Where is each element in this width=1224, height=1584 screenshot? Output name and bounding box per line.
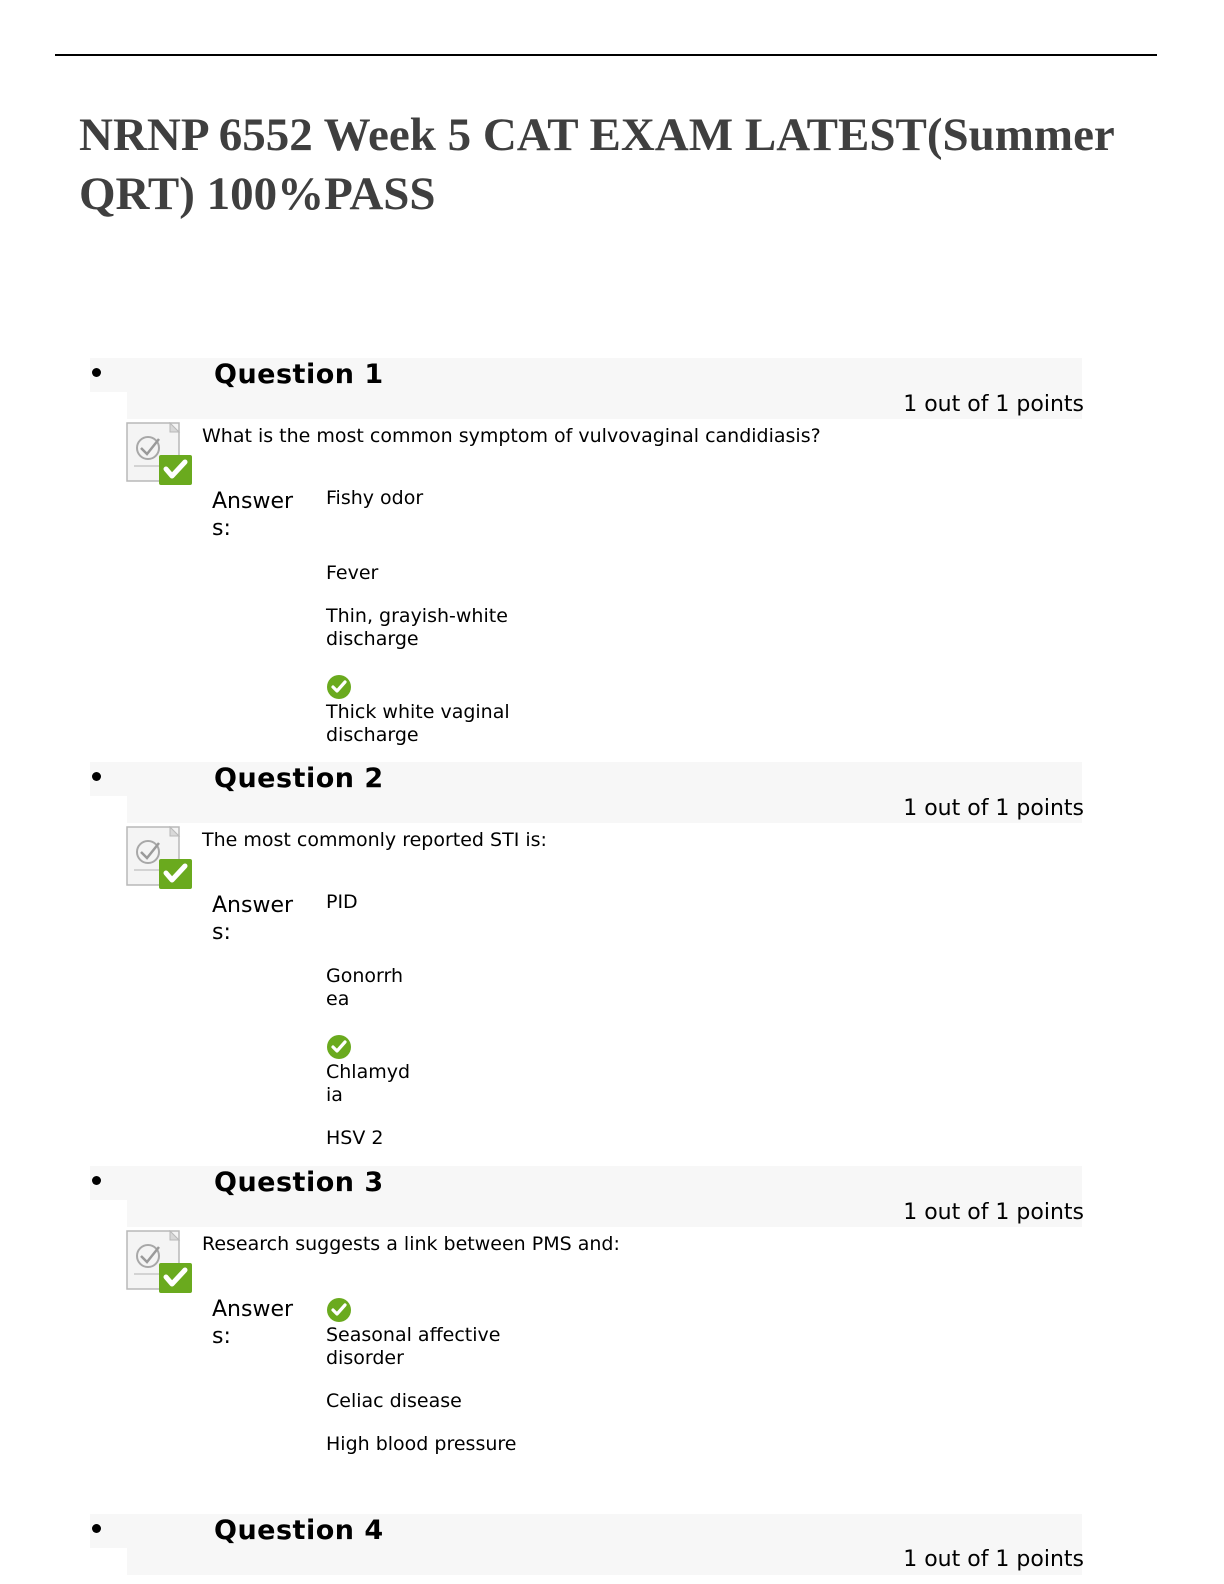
answer-text: HSV 2 bbox=[326, 1127, 384, 1149]
question-title: Question 4 bbox=[214, 1515, 384, 1546]
correct-check-icon bbox=[327, 675, 351, 699]
answer-text: Thin, grayish-white discharge bbox=[326, 605, 508, 650]
question-header-band bbox=[127, 1200, 1082, 1227]
graded-correct-icon bbox=[126, 422, 192, 485]
answers-label: Answers: bbox=[212, 489, 294, 541]
answer-text: Celiac disease bbox=[326, 1390, 462, 1412]
answer-option: Celiac disease bbox=[326, 1390, 546, 1413]
answer-option: High blood pressure bbox=[326, 1433, 586, 1456]
answer-option: PID bbox=[326, 891, 416, 914]
answer-option-correct: Seasonal affective disorder bbox=[326, 1297, 526, 1370]
question-points: 1 out of 1 points bbox=[903, 796, 1084, 821]
question-header-band bbox=[127, 796, 1082, 823]
question-header bbox=[90, 762, 1082, 796]
answer-text: Thick white vaginal discharge bbox=[326, 701, 510, 746]
question-title: Question 2 bbox=[214, 763, 384, 794]
question-header bbox=[90, 358, 1082, 392]
question-points: 1 out of 1 points bbox=[903, 392, 1084, 417]
graded-correct-icon bbox=[126, 826, 192, 889]
answers-label: Answers: bbox=[212, 1297, 294, 1349]
question-points: 1 out of 1 points bbox=[903, 1200, 1084, 1225]
question-header bbox=[90, 1514, 1082, 1548]
correct-check-icon bbox=[327, 1035, 351, 1059]
document-title: NRNP 6552 Week 5 CAT EXAM LATEST(Summer … bbox=[79, 109, 1114, 220]
top-rule bbox=[55, 54, 1157, 56]
answer-text: Seasonal affective disorder bbox=[326, 1324, 501, 1369]
answer-option-correct: Thick white vaginal discharge bbox=[326, 674, 526, 747]
question-header bbox=[90, 1166, 1082, 1200]
answer-text: Gonorrhea bbox=[326, 965, 404, 1010]
question-text: The most commonly reported STI is: bbox=[202, 829, 547, 851]
question-points: 1 out of 1 points bbox=[903, 1547, 1084, 1572]
answer-option: Gonorrhea bbox=[326, 965, 408, 1011]
bullet-point bbox=[92, 772, 101, 781]
answers-label: Answers: bbox=[212, 893, 294, 945]
question-header-band bbox=[127, 1548, 1082, 1575]
answer-option: Fishy odor bbox=[326, 487, 476, 510]
answer-text: Chlamydia bbox=[326, 1061, 411, 1106]
question-text: What is the most common symptom of vulvo… bbox=[202, 425, 821, 447]
question-text: Research suggests a link between PMS and… bbox=[202, 1233, 620, 1255]
question-title: Question 3 bbox=[214, 1167, 384, 1198]
answer-option-correct: Chlamydia bbox=[326, 1034, 411, 1107]
answer-text: PID bbox=[326, 891, 358, 913]
answer-text: Fever bbox=[326, 562, 379, 584]
bullet-point bbox=[92, 1176, 101, 1185]
bullet-point bbox=[92, 1524, 101, 1533]
answer-option: Thin, grayish-white discharge bbox=[326, 605, 526, 651]
question-title: Question 1 bbox=[214, 359, 384, 390]
graded-correct-icon bbox=[126, 1230, 192, 1293]
answer-option: HSV 2 bbox=[326, 1127, 416, 1150]
correct-check-icon bbox=[327, 1298, 351, 1322]
answer-text: High blood pressure bbox=[326, 1433, 517, 1455]
answer-text: Fishy odor bbox=[326, 487, 424, 509]
question-header-band bbox=[127, 392, 1082, 419]
answer-option: Fever bbox=[326, 562, 476, 585]
bullet-point bbox=[92, 368, 101, 377]
